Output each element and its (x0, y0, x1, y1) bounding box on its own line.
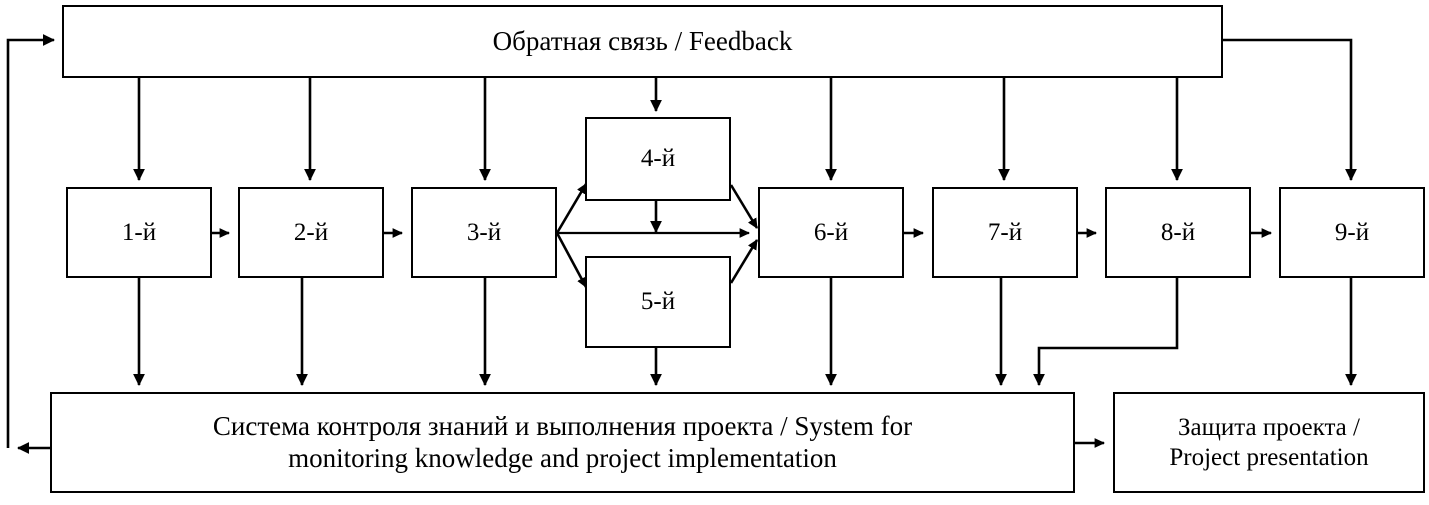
wire-s3-to-s5 (555, 232, 588, 288)
monitoring-system-box[interactable]: Система контроля знаний и выполнения про… (50, 392, 1075, 493)
defense-line-1: Защита проекта / (1178, 414, 1360, 441)
stage-label-6: 6-й (813, 218, 849, 246)
stage-box-2[interactable]: 2-й (238, 187, 384, 278)
defense-text: Защита проекта / Project presentation (1169, 413, 1368, 472)
stage-label-5: 5-й (640, 288, 676, 316)
stage-box-9[interactable]: 9-й (1279, 187, 1425, 278)
monitoring-text: Система контроля знаний и выполнения про… (213, 411, 912, 475)
stage-box-3[interactable]: 3-й (411, 187, 557, 278)
stage-label-8: 8-й (1160, 218, 1196, 246)
stage-box-8[interactable]: 8-й (1105, 187, 1251, 278)
project-defense-box[interactable]: Защита проекта / Project presentation (1113, 392, 1425, 493)
stage-label-2: 2-й (293, 218, 329, 246)
wire-loop-up-to-feedback (6, 34, 55, 448)
wire-s4-to-s6 (729, 184, 759, 229)
stage-box-7[interactable]: 7-й (932, 187, 1078, 278)
wire-feedback-right-to-s9 (1222, 38, 1357, 181)
stage-box-4[interactable]: 4-й (585, 117, 731, 201)
stage-box-5[interactable]: 5-й (585, 256, 731, 348)
stage-label-7: 7-й (987, 218, 1023, 246)
stage-label-3: 3-й (466, 218, 502, 246)
stage-label-4: 4-й (640, 145, 676, 173)
wire-s5-to-s6 (729, 239, 759, 284)
stage-label-1: 1-й (121, 218, 157, 246)
wire-s3-to-s4 (555, 183, 588, 234)
stage-box-1[interactable]: 1-й (66, 187, 212, 278)
monitoring-line-1: Система контроля знаний и выполнения про… (212, 410, 913, 441)
stage-box-6[interactable]: 6-й (758, 187, 904, 278)
wire-s8-to-monitoring (1033, 278, 1179, 386)
defense-line-2: Project presentation (1169, 443, 1369, 471)
feedback-box[interactable]: Обратная связь / Feedback (62, 5, 1223, 78)
stage-label-9: 9-й (1334, 218, 1370, 246)
monitoring-line-2: monitoring knowledge and project impleme… (288, 442, 837, 473)
feedback-label: Обратная связь / Feedback (492, 25, 793, 56)
